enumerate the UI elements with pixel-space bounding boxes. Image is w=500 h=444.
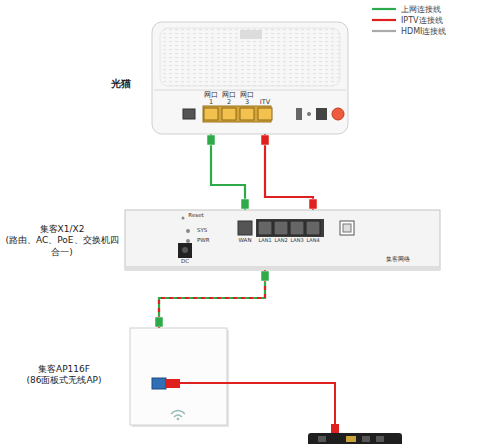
device-name: 光猫: [94, 78, 148, 91]
panel-label: LAN4: [305, 238, 321, 243]
port-label: 网口 1: [202, 92, 220, 106]
device-description: (86面板式无线AP): [4, 375, 124, 386]
panel-label: LAN3: [289, 238, 305, 243]
brand-mark: 集客网络: [382, 256, 414, 262]
legend-entry: 上网连接线: [401, 4, 441, 15]
legend-entry: IPTV连接线: [401, 15, 443, 26]
cable-line: [211, 134, 245, 210]
modem-device: 光猫: [152, 22, 348, 134]
cable-plug: [261, 135, 269, 145]
ap-panel: [130, 328, 229, 427]
device-heading: 集客X1/X2(路由、AC、PoE、交换机四合一): [4, 224, 120, 258]
panel-label: LAN2: [273, 238, 289, 243]
set-top-box: [308, 433, 402, 444]
modem-body: [152, 22, 348, 134]
cable-plug: [155, 317, 163, 327]
device-heading: 集客AP116F(86面板式无线AP): [4, 364, 124, 387]
panel-label: LAN1: [257, 238, 273, 243]
cable-plug: [241, 199, 249, 209]
panel-label: Reset: [185, 213, 207, 219]
device-description: (路由、AC、PoE、交换机四合一): [4, 235, 120, 258]
cable-stripe: [159, 270, 265, 328]
legend-line-sample: [372, 19, 396, 21]
cable-plug: [309, 199, 317, 209]
port-label: ITV: [256, 99, 274, 106]
device-name: 集客AP116F: [4, 364, 124, 375]
internet-cable: [207, 134, 249, 210]
legend-entry: HDMI连接线: [401, 26, 446, 37]
device-name: 集客X1/X2: [4, 224, 120, 235]
cable-plug: [207, 135, 215, 145]
combined-cable: [155, 270, 269, 328]
cable-line: [159, 270, 265, 328]
ap-device: 集客AP116F(86面板式无线AP): [130, 328, 227, 425]
panel-label: PWR: [197, 238, 213, 244]
cable-line: [265, 134, 313, 210]
legend-line-sample: [372, 30, 396, 32]
legend-line-sample: [372, 8, 396, 10]
port-label: 网口 3: [238, 92, 256, 106]
port-label: 网口 2: [220, 92, 238, 106]
panel-label: DC: [178, 259, 192, 265]
iptv-cable: [261, 134, 317, 210]
panel-label: WAN: [237, 238, 253, 244]
device-heading: 光猫: [94, 78, 148, 91]
cable-plug: [261, 271, 269, 281]
router-body: [125, 210, 440, 270]
panel-label: SYS: [197, 228, 213, 234]
